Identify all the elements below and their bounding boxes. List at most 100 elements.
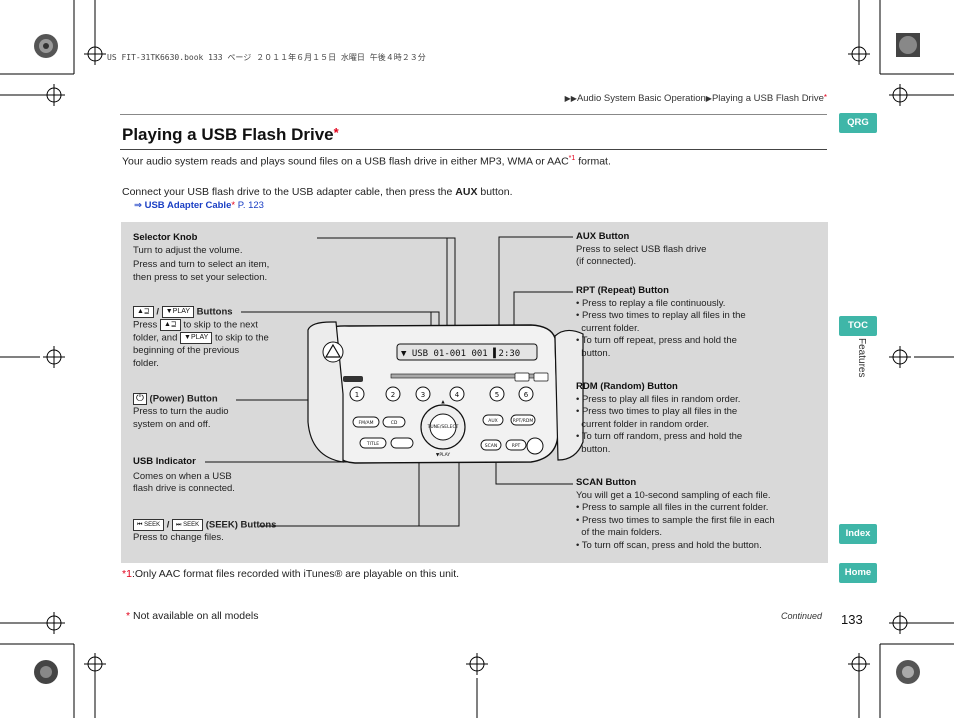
callout-skip-buttons: ▲⊒ / ▼PLAY Buttons Press ▲⊒ to skip to t… xyxy=(133,306,313,370)
xref-label[interactable]: USB Adapter Cable xyxy=(144,200,232,211)
callout-head: RDM (Random) Button xyxy=(576,381,678,392)
bullet-item: • Press two times to replay all files in… xyxy=(576,310,746,321)
callout-line: Press ▲⊒ to skip to the next xyxy=(133,319,313,332)
intro-paragraph-2: Connect your USB flash drive to the USB … xyxy=(122,186,512,198)
seek-back-icon: ⏮ SEEK xyxy=(133,519,165,531)
callout-head-line: ⏻ (Power) Button xyxy=(133,393,273,406)
bullet-item: • Press two times to sample the first fi… xyxy=(576,514,775,526)
callout-line: Press to select USB flash drive xyxy=(576,243,707,255)
breadcrumb-parent[interactable]: Audio System Basic Operation xyxy=(576,93,706,104)
bullet-text: Press to play all files in random order. xyxy=(581,393,741,405)
play-label: ▼PLAY xyxy=(436,452,451,458)
bullet-text: Press two times to play all files in the xyxy=(581,406,738,417)
callout-line: Press and turn to select an item, xyxy=(133,259,270,270)
callout-head: (SEEK) Buttons xyxy=(203,519,277,531)
xref-marker: * xyxy=(231,200,236,211)
glyph-sep: / xyxy=(164,519,172,531)
title-key-label: TITLE xyxy=(366,441,379,447)
display-readout: ▼ USB 01-001 001 ▌2:30 xyxy=(401,347,520,359)
callout-line: You will get a 10-second sampling of eac… xyxy=(576,489,771,501)
bullet-text: Press to replay a file continuously. xyxy=(581,297,726,309)
callout-selector-knob: Selector Knob Turn to adjust the volume.… xyxy=(133,232,308,284)
title-rule xyxy=(120,149,827,150)
nav-toc-button[interactable]: TOC xyxy=(839,316,877,336)
breadcrumb-arrow-icon: ▶▶ xyxy=(564,94,577,103)
callout-line: then press to set your selection. xyxy=(133,271,268,283)
bullet-item: • Press to replay a file continuously. xyxy=(576,297,726,309)
preset-5-label: 5 xyxy=(495,391,499,399)
nav-index-button[interactable]: Index xyxy=(839,524,877,544)
bullet-text: Press two times to replay all files in t… xyxy=(581,310,746,321)
callout-line: Press to turn the audio xyxy=(133,406,229,418)
nav-qrg-button[interactable]: QRG xyxy=(839,113,877,133)
glyph-sep: / xyxy=(153,306,162,318)
callout-head: Selector Knob xyxy=(133,232,198,243)
power-icon: ⏻ xyxy=(133,393,147,405)
xref-usb-adapter-cable[interactable]: ⇒ USB Adapter Cable* P. 123 xyxy=(134,200,264,211)
preset-2-label: 2 xyxy=(391,391,395,399)
availability-text: Not available on all models xyxy=(130,610,259,622)
radio-illustration: ▼ USB 01-001 001 ▌2:30 xyxy=(205,236,584,527)
callout-rdm-button: RDM (Random) Button • Press to play all … xyxy=(576,381,821,456)
bullet-item: • To turn off scan, press and hold the b… xyxy=(576,539,762,551)
bullet-item: • To turn off repeat, press and hold the xyxy=(576,335,737,346)
callout-usb-indicator: USB Indicator Comes on when a USB flash … xyxy=(133,456,273,496)
skip-up-label: ▲ xyxy=(441,400,445,405)
callout-power-button: ⏻ (Power) Button Press to turn the audio… xyxy=(133,393,273,431)
bullet-item: • Press to play all files in random orde… xyxy=(576,393,741,405)
callout-head: SCAN Button xyxy=(576,477,637,488)
cd-key-label: CD xyxy=(391,420,398,426)
bullet-item: • Press to sample all files in the curre… xyxy=(576,502,769,513)
callout-head: USB Indicator xyxy=(133,456,196,467)
availability-note: * Not available on all models xyxy=(126,610,259,622)
bullet-text: current folder. xyxy=(581,322,640,334)
intro-text-suffix: format. xyxy=(575,155,611,168)
intro-text: Your audio system reads and plays sound … xyxy=(122,155,569,168)
xref-page[interactable]: P. 123 xyxy=(235,200,264,211)
callout-line: beginning of the previous xyxy=(133,345,240,357)
callout-head: (Power) Button xyxy=(146,393,218,405)
bullet-item-cont: current folder. xyxy=(576,323,821,336)
bullet-text: button. xyxy=(581,347,611,359)
callout-line: folder. xyxy=(133,357,159,369)
callout-line: flash drive is connected. xyxy=(133,483,235,494)
play-button-icon: ▼PLAY xyxy=(180,332,213,345)
intro-paragraph-1: Your audio system reads and plays sound … xyxy=(122,155,611,168)
footnote-marker: *1 xyxy=(122,568,132,580)
skip-up-button-icon: ▲⊒ xyxy=(159,319,181,332)
scan-key-label: SCAN xyxy=(485,443,497,449)
callout-seek-buttons: ⏮ SEEK / ⏭ SEEK (SEEK) Buttons Press to … xyxy=(133,519,313,545)
intro2-text: Connect your USB flash drive to the USB … xyxy=(122,186,456,198)
header-rule xyxy=(120,114,827,115)
preset-1-label: 1 xyxy=(355,391,359,399)
callout-line: Comes on when a USB xyxy=(133,470,232,482)
bullet-text: To turn off repeat, press and hold the xyxy=(581,335,737,346)
bullet-text: To turn off scan, press and hold the but… xyxy=(581,539,762,551)
fm-am-key-label: FM/AM xyxy=(359,420,374,426)
callout-head: Buttons xyxy=(194,306,233,318)
callout-line-text: to skip to the xyxy=(214,332,269,344)
page-title-text: Playing a USB Flash Drive xyxy=(122,125,334,144)
page-number: 133 xyxy=(841,612,863,627)
availability-marker: * xyxy=(126,610,131,622)
callout-line: system on and off. xyxy=(133,418,211,430)
rpt-rdm-key-label: RPT/RDM xyxy=(513,418,534,424)
nav-home-button[interactable]: Home xyxy=(839,563,877,583)
breadcrumb: ▶▶Audio System Basic Operation▶Playing a… xyxy=(565,93,827,104)
audio-diagram-panel: ▼ USB 01-001 001 ▌2:30 xyxy=(121,222,828,563)
page-title-marker: * xyxy=(333,125,339,140)
bullet-item-cont: button. xyxy=(576,348,821,361)
skip-up-button-icon: ▲⊒ xyxy=(133,306,154,318)
bullet-item: • Press two times to play all files in t… xyxy=(576,406,738,417)
bullet-item-cont: button. xyxy=(576,444,821,457)
callout-line: Press to change files. xyxy=(133,532,224,544)
footnote: *1:Only AAC format files recorded with i… xyxy=(122,568,459,580)
tune-select-label: TUNE/SELECT xyxy=(427,424,459,430)
callout-rpt-button: RPT (Repeat) Button • Press to replay a … xyxy=(576,285,821,360)
bullet-text: of the main folders. xyxy=(581,527,663,538)
preset-4-label: 4 xyxy=(455,391,460,399)
folder-and-text: folder, and xyxy=(133,332,181,344)
footnote-ref[interactable]: *1 xyxy=(568,155,576,162)
preset-6-label: 6 xyxy=(524,391,529,399)
intro2-suffix: button. xyxy=(477,186,513,198)
